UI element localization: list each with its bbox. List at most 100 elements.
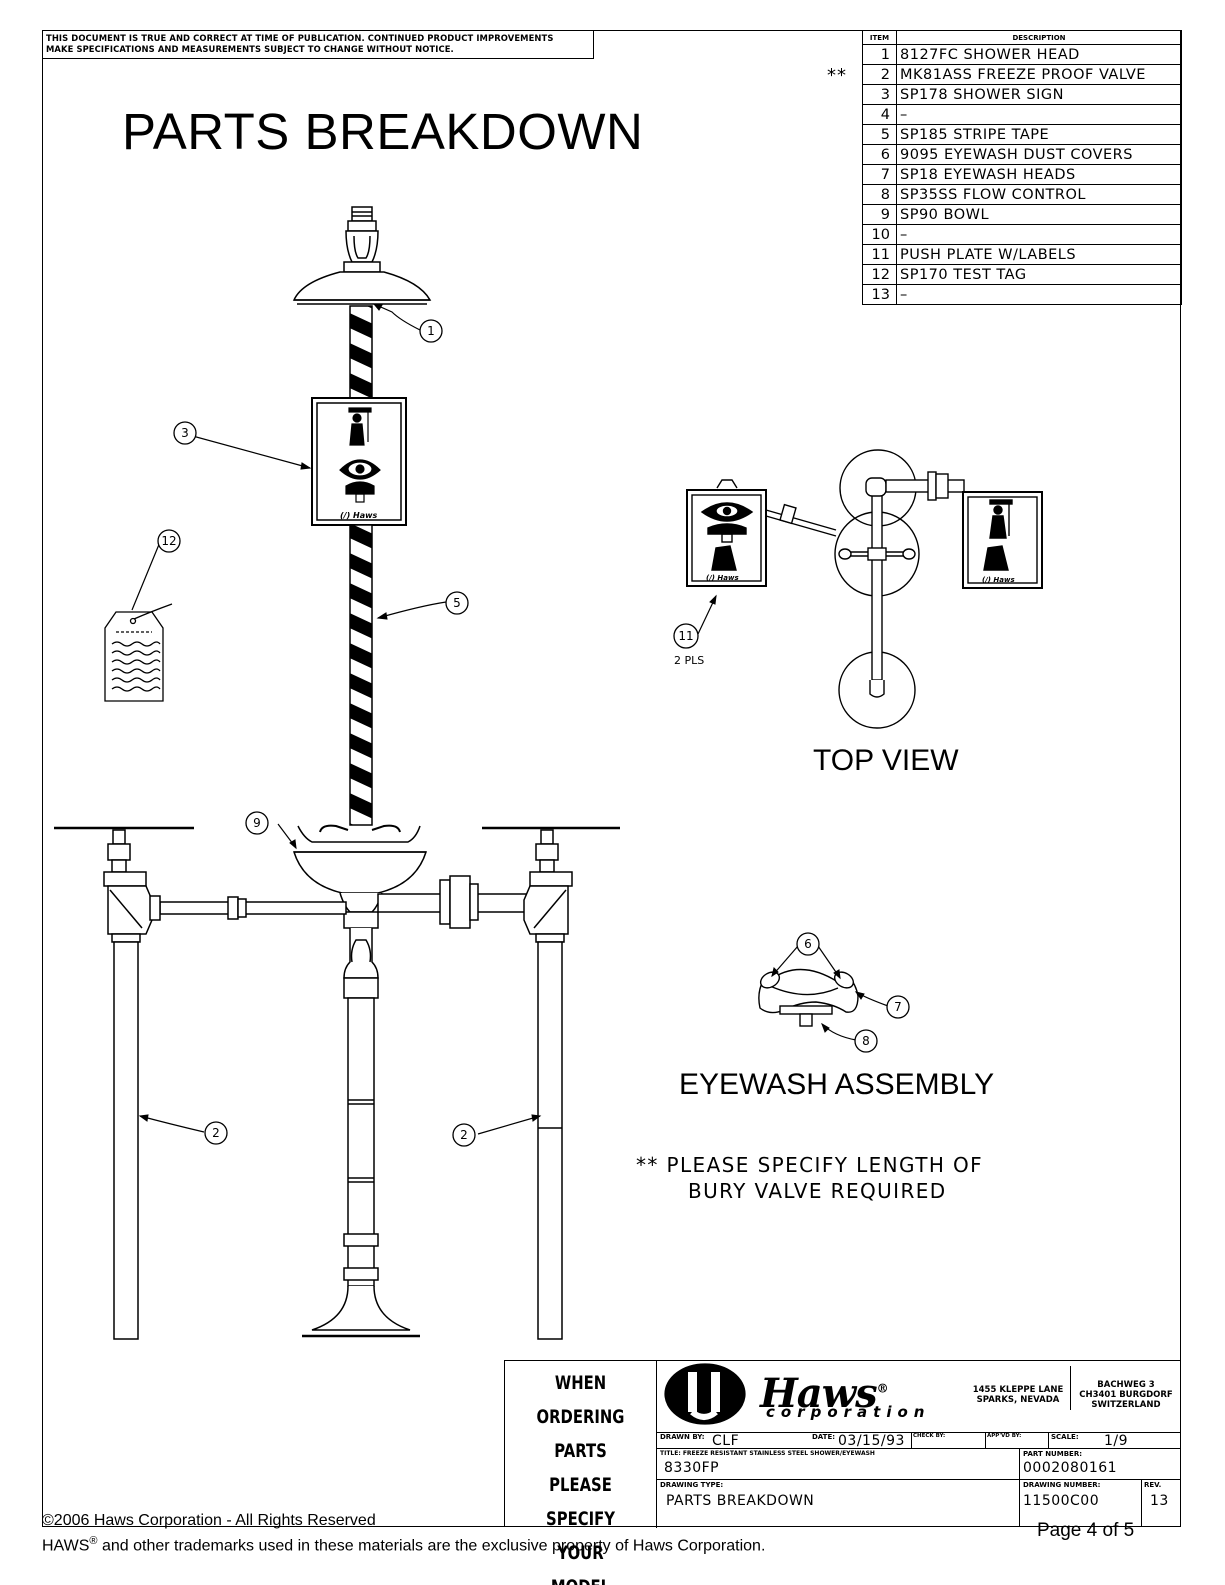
trademark-reg: ®: [89, 1535, 98, 1547]
ordering-instructions: WHEN ORDERING PARTS PLEASE SPECIFY YOUR …: [505, 1361, 657, 1585]
bury-valve-pipe-left: [113, 941, 139, 1340]
striped-pipe-lower: [349, 524, 373, 826]
approved-by-label: APP'VD BY:: [987, 1433, 1022, 1439]
callout-11: 11: [678, 629, 693, 643]
callout-7: 7: [894, 1000, 902, 1014]
date: 03/15/93: [838, 1433, 905, 1449]
page-number: Page 4 of 5: [1037, 1520, 1135, 1541]
parts-table-header: ITEM DESCRIPTION: [862, 30, 1182, 45]
date-label: DATE:: [812, 1433, 836, 1441]
tb-line: [911, 1432, 913, 1448]
callout-2a: 2: [212, 1126, 220, 1140]
address-us-line-1: 1455 KLEPPE LANE: [972, 1385, 1064, 1395]
item-description: SP35SS FLOW CONTROL: [896, 184, 1182, 205]
tb-line: [1019, 1448, 1021, 1527]
callout-12: 12: [161, 534, 176, 548]
disclaimer-line-1: THIS DOCUMENT IS TRUE AND CORRECT AT TIM…: [46, 33, 554, 43]
copyright-notice: ©2006 Haws Corporation - All Rights Rese…: [42, 1511, 765, 1556]
arrow-1: [372, 303, 383, 311]
callout-9-circle: [245, 811, 269, 835]
item-description: –: [896, 284, 1182, 305]
brand-name: Haws: [760, 1370, 878, 1417]
tb-line: [1141, 1479, 1143, 1527]
callout-2b: 2: [460, 1128, 468, 1142]
bury-valve-pipe-right: [537, 941, 563, 1340]
part-number-label: PART NUMBER:: [1023, 1450, 1083, 1458]
top-view: (/) Haws (/) Haws: [686, 449, 1043, 729]
callout-1-circle: [419, 319, 443, 343]
item-number: 10: [862, 224, 897, 245]
callout-5: 5: [453, 596, 461, 610]
address-ch: BACHWEG 3 CH3401 BURGDORF SWITZERLAND: [1072, 1380, 1180, 1410]
eyewash-bowl: [292, 851, 428, 894]
eyewash-assembly-drawing: [758, 968, 859, 1027]
address-ch-line-3: SWITZERLAND: [1091, 1400, 1161, 1410]
eyewash-assembly-label: EYEWASH ASSEMBLY: [679, 1068, 995, 1101]
callout-5-circle: [445, 591, 469, 615]
arrow-11: [709, 594, 717, 605]
check-by-label: CHECK BY:: [913, 1433, 946, 1439]
callout-3: 3: [181, 426, 189, 440]
disclaimer-line-2: MAKE SPECIFICATIONS AND MEASUREMENTS SUB…: [46, 44, 454, 54]
copyright-line: ©2006 Haws Corporation - All Rights Rese…: [42, 1512, 376, 1529]
column-base: [311, 1285, 411, 1331]
order-line-2: PARTS PLEASE: [549, 1440, 612, 1496]
callout-8-circle: [854, 1029, 878, 1053]
shower-head: [292, 271, 432, 301]
callout-6-circle: [796, 932, 820, 956]
item-description: SP178 SHOWER SIGN: [896, 84, 1182, 105]
tb-line: [656, 1448, 1181, 1450]
scale: 1/9: [1104, 1433, 1129, 1449]
callout-1: 1: [427, 324, 435, 338]
note-line-1: ** PLEASE SPECIFY LENGTH OF: [636, 1153, 984, 1177]
brand-sub: corporation: [766, 1403, 931, 1421]
valve-body-left: [107, 885, 153, 935]
svg-text:(/) Haws: (/) Haws: [982, 576, 1015, 584]
arrow-2b: [531, 1114, 542, 1122]
trademark-prefix: HAWS: [42, 1537, 90, 1555]
svg-text:(/) Haws: (/) Haws: [706, 574, 739, 582]
trademark-rest: and other trademarks used in these mater…: [97, 1537, 766, 1555]
callout-12-circle: [157, 529, 181, 553]
page-title: PARTS BREAKDOWN: [122, 103, 644, 160]
leader-lines: [131, 303, 889, 1135]
callout-7-circle: [886, 995, 910, 1019]
striped-pipe-upper: [349, 305, 373, 399]
arrow-8: [821, 1022, 830, 1033]
haws-logo-mark: [664, 1363, 746, 1425]
double-asterisk-mark: **: [827, 65, 847, 86]
arrow-6a: [771, 967, 779, 978]
push-plate-right: [962, 491, 1043, 589]
callout-9: 9: [253, 816, 261, 830]
part-number: 0002080161: [1023, 1460, 1118, 1476]
note-line-2: BURY VALVE REQUIRED: [688, 1179, 947, 1203]
parts-table-row: 13–: [862, 284, 1182, 305]
address-ch-line-1: BACHWEG 3: [1097, 1380, 1155, 1390]
shower-column: (/) Haws: [54, 206, 620, 1340]
item-description: SP185 STRIPE TAPE: [896, 124, 1182, 145]
model-number: 8330FP: [664, 1460, 720, 1476]
disclaimer-box: THIS DOCUMENT IS TRUE AND CORRECT AT TIM…: [43, 31, 594, 59]
tb-line: [1070, 1366, 1072, 1410]
trademark-line: HAWS® and other trademarks used in these…: [42, 1531, 765, 1556]
drawing-frame: [42, 30, 1181, 1527]
brand-reg: ®: [876, 1381, 889, 1396]
tb-line: [656, 1432, 1181, 1434]
revision: 13: [1150, 1493, 1169, 1509]
callout-3-circle: [173, 421, 197, 445]
callout-6: 6: [804, 937, 812, 951]
order-line-1: WHEN ORDERING: [536, 1372, 625, 1428]
order-line-3: SPECIFY YOUR: [546, 1508, 615, 1564]
callout-2a-circle: [204, 1121, 228, 1145]
drawing-number: 11500C00: [1023, 1493, 1100, 1509]
valve-body-right: [523, 885, 569, 935]
arrow-6b: [833, 969, 841, 980]
arrow-9: [289, 839, 297, 850]
